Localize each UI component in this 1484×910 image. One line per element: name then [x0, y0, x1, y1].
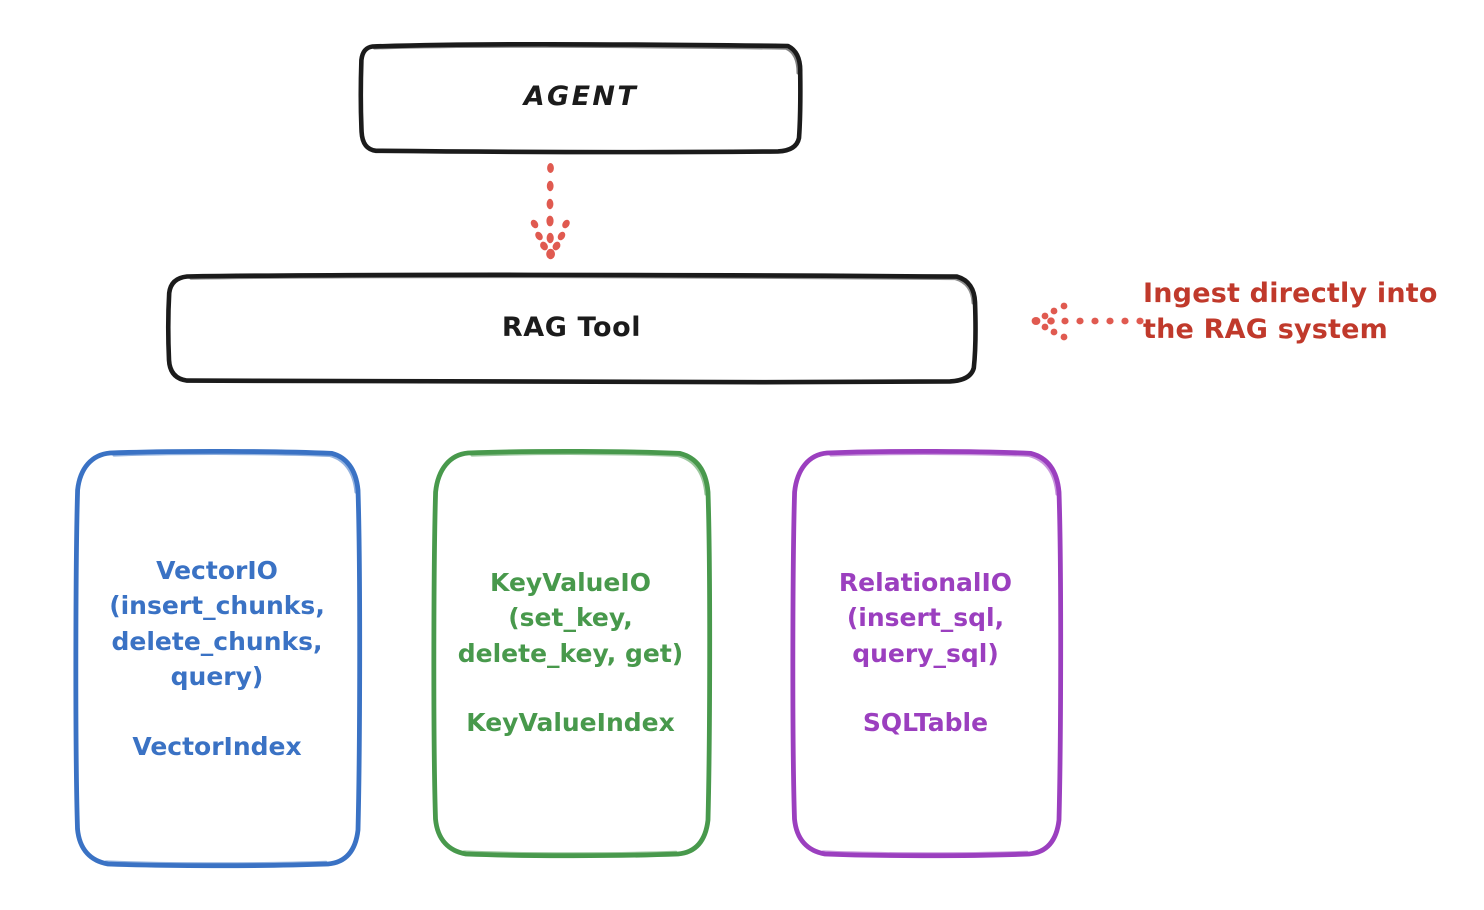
ingest-annotation-text: Ingest directly into the RAG system [1143, 278, 1438, 346]
rag-tool-label: RAG Tool [501, 311, 642, 343]
node-agent[interactable]: AGENT [356, 40, 806, 155]
node-key-value-io[interactable]: KeyValueIO (set_key, delete_key, get) Ke… [428, 448, 713, 859]
key-value-io-label: KeyValueIO (set_key, delete_key, get) [457, 567, 684, 668]
node-relational-io[interactable]: RelationalIO (insert_sql, query_sql) SQL… [787, 448, 1064, 859]
node-vector-io[interactable]: VectorIO (insert_chunks, delete_chunks, … [70, 448, 364, 869]
key-value-io-sublabel: KeyValueIndex [466, 708, 675, 737]
vector-io-sublabel: VectorIndex [132, 731, 302, 761]
relational-io-sublabel: SQLTable [862, 708, 989, 737]
relational-io-label: RelationalIO (insert_sql, query_sql) [838, 567, 1013, 668]
dotted-down-arrow-icon [530, 163, 570, 260]
node-rag-tool[interactable]: RAG Tool [157, 271, 986, 385]
agent-label: AGENT [523, 81, 639, 113]
dotted-left-arrow-icon [1031, 302, 1144, 341]
vector-io-label: VectorIO (insert_chunks, delete_chunks, … [109, 555, 325, 692]
